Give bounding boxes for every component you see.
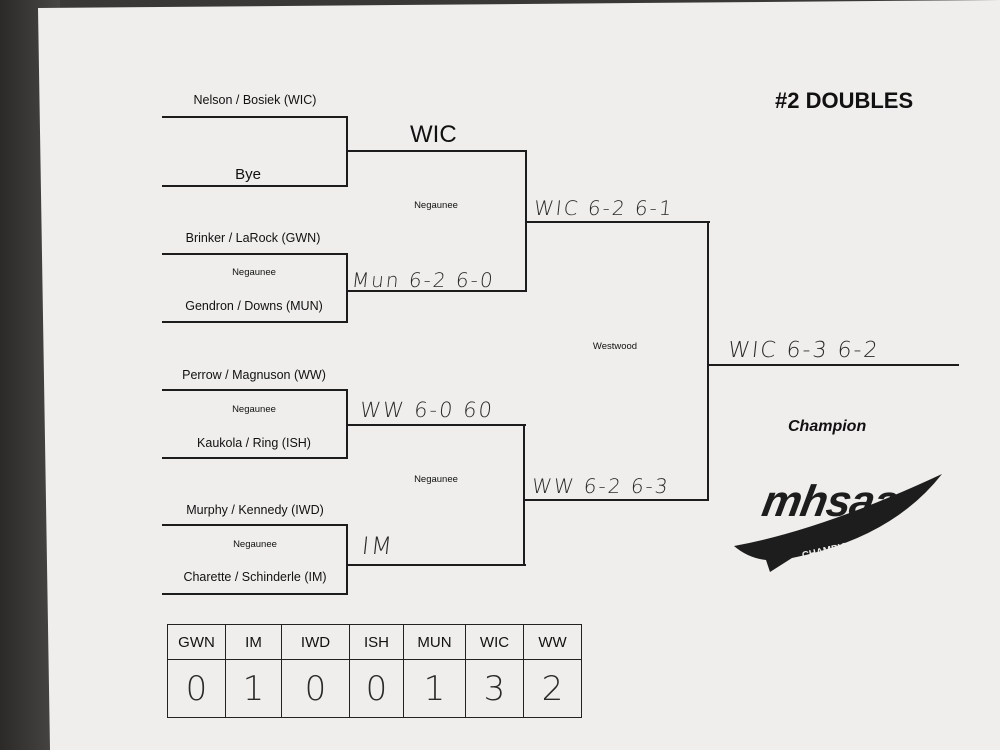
mhsaa-logo-graphic: mhsaa CHAMPIONSHIPS [734, 474, 942, 572]
semi-bottom-line [523, 499, 708, 501]
r1-m4-top-team: Murphy / Kennedy (IWD) [186, 503, 324, 517]
final-winner: WIC 6-3 6-2 [726, 338, 881, 363]
r2-bottom-line [346, 564, 526, 566]
semi-winner-bottom: WW 6-2 6-3 [530, 474, 671, 498]
score-value-row: 0 1 0 0 1 3 2 [167, 659, 582, 718]
score-team-cell: WIC [465, 624, 524, 660]
semi-winner-top: WIC 6-2 6-1 [532, 196, 675, 220]
score-value-cell: 2 [523, 659, 582, 718]
r1-m4-connector [346, 524, 348, 595]
score-value-cell: 1 [403, 659, 466, 718]
score-value-cell: 1 [225, 659, 282, 718]
r1-m4-bottom-team: Charette / Schinderle (IM) [183, 570, 327, 584]
r1-m1-top-line [162, 116, 348, 118]
r1-m3-bottom-team: Kaukola / Ring (ISH) [197, 436, 311, 450]
score-value-cell: 0 [281, 659, 350, 718]
r1-m4-bottom-line [162, 593, 348, 595]
r1-m2-bottom-team: Gendron / Downs (MUN) [185, 299, 323, 313]
r1-m3-site: Negaunee [232, 404, 276, 415]
r1-m4-top-line [162, 524, 348, 526]
r1-m4-site: Negaunee [233, 539, 277, 550]
r2-top-line [346, 150, 526, 152]
semi-top-line [525, 221, 710, 223]
score-team-cell: MUN [403, 624, 466, 660]
r1-m2-connector [346, 253, 348, 323]
r1-m2-top-line [162, 253, 348, 255]
score-team-cell: ISH [349, 624, 404, 660]
r1-m3-top-line [162, 389, 348, 391]
r1-m1-top-team: Nelson / Bosiek (WIC) [193, 93, 317, 107]
score-table: GWN IM IWD ISH MUN WIC WW 0 1 0 0 1 3 2 [167, 624, 582, 718]
r1-m2-site: Negaunee [232, 267, 276, 278]
score-team-cell: IM [225, 624, 282, 660]
r1-m2-top-team: Brinker / LaRock (GWN) [185, 231, 321, 245]
r1-m2-bottom-line [162, 321, 348, 323]
mhsaa-logo: mhsaa CHAMPIONSHIPS [732, 468, 947, 578]
r2-bottom-site: Negaunee [414, 474, 458, 485]
r2-top-site: Negaunee [414, 200, 458, 211]
r2-winner-2: Mun 6-2 6-0 [350, 268, 496, 292]
r2-winner-3: WW 6-0 60 [358, 398, 496, 422]
r2-third-line [346, 424, 526, 426]
score-value-cell: 3 [465, 659, 524, 718]
score-value-cell: 0 [167, 659, 226, 718]
r1-m1-bottom-line [162, 185, 348, 187]
r2-winner-4: IM [360, 532, 396, 560]
r2-second-line [346, 290, 526, 292]
r1-m3-bottom-line [162, 457, 348, 459]
final-line [707, 364, 959, 366]
semi-connector [707, 221, 709, 501]
r2-bottom-connector [523, 424, 525, 566]
r1-m3-top-team: Perrow / Magnuson (WW) [182, 368, 326, 382]
champion-label: Champion [788, 418, 867, 435]
score-team-cell: IWD [281, 624, 350, 660]
score-value-cell: 0 [349, 659, 404, 718]
page-title: #2 DOUBLES [775, 88, 914, 113]
r2-winner-1: WIC [410, 121, 457, 148]
svg-text:mhsaa: mhsaa [759, 477, 902, 526]
semi-site: Westwood [592, 341, 638, 352]
score-team-cell: WW [523, 624, 582, 660]
score-header-row: GWN IM IWD ISH MUN WIC WW [167, 624, 582, 660]
r1-m1-bottom-team: Bye [235, 166, 261, 183]
score-team-cell: GWN [167, 624, 226, 660]
